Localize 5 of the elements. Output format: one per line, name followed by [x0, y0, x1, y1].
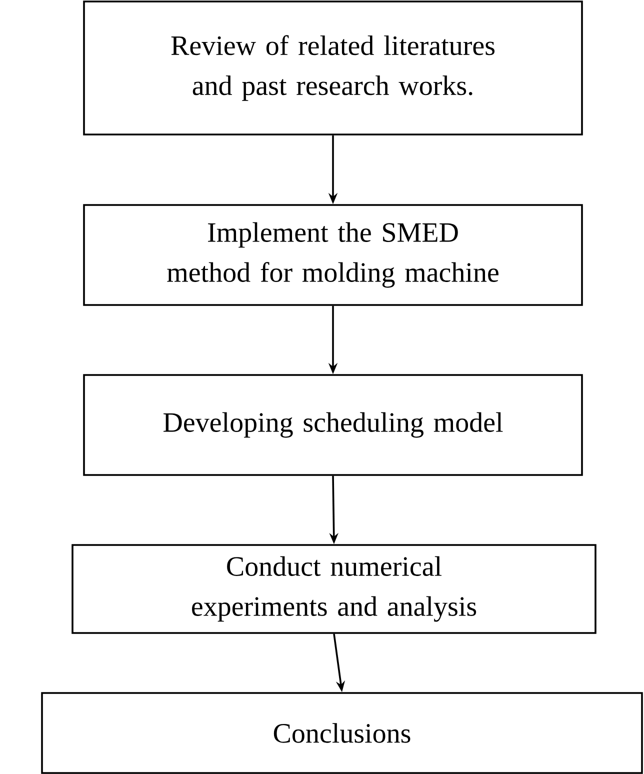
process-box: Conduct numerical experiments and analysis: [72, 544, 596, 634]
process-box: Review of related literatures and past research works.: [83, 0, 583, 136]
process-box: Developing scheduling model: [83, 374, 583, 476]
process-box: Conclusions: [41, 692, 643, 774]
process-box: Implement the SMED method for molding machine: [83, 204, 583, 306]
